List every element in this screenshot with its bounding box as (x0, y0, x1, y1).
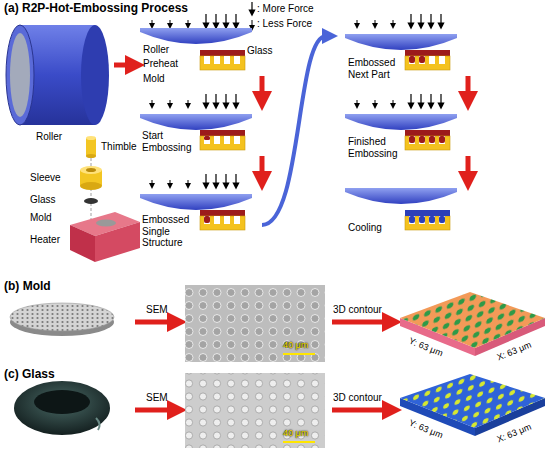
flow-arrow (466, 156, 471, 176)
legend-text: : More Force (257, 3, 314, 15)
arrow-label: SEM (146, 304, 168, 316)
part-name: Mold (143, 73, 165, 85)
step-name: Finished Embossing (348, 136, 404, 159)
part-name: Sleeve (30, 172, 61, 184)
axis-label: X: 63 μm (495, 422, 532, 445)
arrow-label: 3D contour (333, 304, 382, 316)
heater-part (70, 212, 140, 262)
step-name: Preheat (143, 58, 178, 70)
sem-arrow (135, 408, 172, 413)
thimble-part (86, 136, 96, 158)
mold-part (96, 220, 116, 227)
axis-label: X: 63 μm (495, 340, 532, 363)
part-name: Roller (36, 131, 62, 143)
axis-label: Y: 63 μm (407, 336, 444, 359)
glass-lens (14, 381, 110, 435)
legend-text: : Less Force (257, 18, 312, 30)
axis-label: Y: 63 μm (407, 418, 444, 441)
scale-label: 40 μm (283, 428, 308, 438)
scale-label: 40 μm (283, 340, 308, 350)
sem-arrow (135, 320, 172, 325)
glass-part (84, 198, 98, 204)
part-name: Thimble (101, 141, 137, 153)
step-name: Embossed Next Part (348, 57, 404, 80)
step-name: Cooling (348, 222, 382, 234)
panel-title: (a) R2P-Hot-Embossing Process (4, 2, 188, 16)
step-name: Embossed Single Structure (142, 214, 198, 249)
flow-arrow (262, 36, 326, 225)
sleeve-part (80, 166, 102, 190)
scale-bar (283, 353, 315, 355)
flow-arrow (466, 76, 471, 96)
part-name: Mold (30, 212, 52, 224)
contour-arrow (332, 408, 387, 413)
force-legend-arrows (252, 2, 253, 28)
arrow-label: 3D contour (333, 392, 382, 404)
contour-arrow (332, 320, 387, 325)
step-name: Start Embossing (142, 130, 198, 153)
part-name: Roller (143, 44, 169, 56)
arrow-label: SEM (146, 392, 168, 404)
part-name: Glass (247, 45, 273, 57)
part-name: Heater (30, 234, 60, 246)
stage-preheat (140, 14, 252, 70)
scale-bar (283, 441, 315, 443)
panel-title: (b) Mold (4, 280, 51, 294)
flow-arrow (260, 156, 265, 176)
sem-image (185, 285, 325, 362)
mold-disc (10, 303, 114, 336)
panel-title: (c) Glass (4, 368, 55, 382)
part-name: Glass (30, 194, 56, 206)
sem-image (185, 373, 325, 448)
flow-arrow (260, 76, 265, 96)
flow-arrow (114, 63, 130, 68)
roller-tube (6, 25, 109, 125)
